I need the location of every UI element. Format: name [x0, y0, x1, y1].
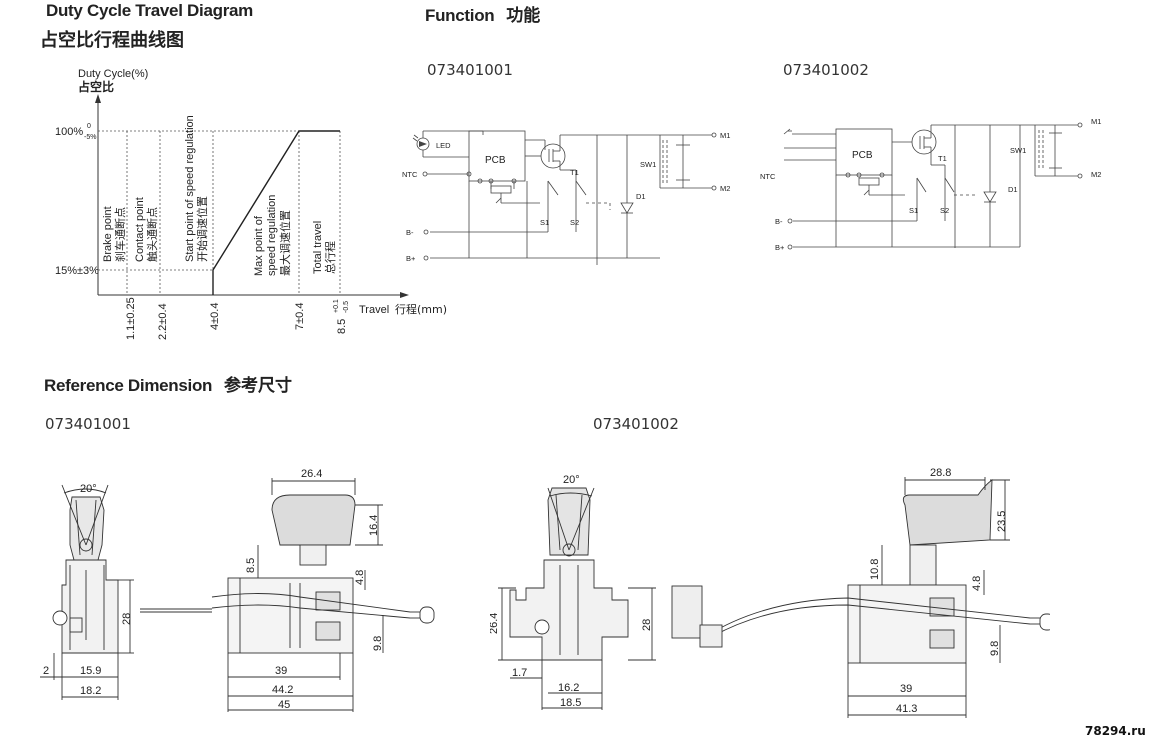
- dim-b-9-8: 9.8: [989, 641, 1001, 656]
- function-model-b: 073401002: [783, 61, 869, 79]
- dim-a-39: 39: [275, 665, 287, 677]
- circuit-a-led: LED: [436, 141, 451, 150]
- region-total-en: Total travel: [312, 221, 324, 274]
- x-axis-title-cn: 行程(mm): [395, 303, 447, 316]
- region-max-cn: 最大调速位置: [278, 210, 292, 276]
- region-contact-cn: 触头通断点: [145, 207, 159, 262]
- dim-a-16-4: 16.4: [368, 515, 380, 536]
- dim-b-23-5: 23.5: [996, 511, 1008, 532]
- dim-b-10-8: 10.8: [869, 559, 881, 580]
- x-tick-2: 2.2±0.4: [157, 303, 169, 340]
- reference-title: Reference Dimension 参考尺寸: [44, 371, 292, 396]
- dim-a-28: 28: [121, 613, 133, 625]
- region-max-en2: speed regulation: [266, 195, 278, 276]
- circuit-a-sw1: SW1: [640, 160, 656, 169]
- circuit-a-bplus: B+: [406, 254, 416, 263]
- y-tick-100: 100%: [55, 126, 83, 138]
- x-tick-5-sup: +0.1: [333, 299, 340, 313]
- circuit-a-ntc: NTC: [402, 170, 418, 179]
- circuit-a-d1: D1: [636, 192, 646, 201]
- dim-b-4-8: 4.8: [971, 576, 983, 591]
- dim-a-26-4: 26.4: [301, 468, 322, 480]
- circuit-b-s1: S1: [909, 206, 918, 215]
- dim-b-angle: 20°: [563, 474, 580, 486]
- dim-b-39: 39: [900, 683, 912, 695]
- function-title-cn: 功能: [506, 6, 541, 26]
- dim-a-8-5: 8.5: [245, 558, 257, 573]
- circuit-b-m2: M2: [1091, 170, 1101, 179]
- dimension-drawing-b: 20° 28.8 23.5 10.8 4.8 26.4 28 9.8 1.7 1…: [490, 467, 1050, 718]
- y-axis-title-en: Duty Cycle(%): [78, 68, 148, 80]
- function-title: Function 功能: [425, 1, 540, 26]
- duty-cycle-chart: Duty Cycle(%) 占空比 100% 0 -5% 15%±3% 1.1±…: [55, 68, 447, 340]
- y-axis-title-cn: 占空比: [78, 79, 114, 94]
- dim-a-9-8: 9.8: [372, 636, 384, 651]
- dim-b-41-3: 41.3: [896, 703, 917, 715]
- function-title-en: Function: [425, 6, 495, 25]
- dim-a-4-8: 4.8: [354, 570, 366, 585]
- duty-curve: [212, 130, 340, 295]
- dim-b-26-4: 26.4: [490, 613, 500, 634]
- dim-a-45: 45: [278, 699, 290, 711]
- circuit-b-sw1: SW1: [1010, 146, 1026, 155]
- circuit-diagram-a: LED PCB NTC T1 SW1 D1 S1 S2 M1 M2 B- B+: [402, 130, 730, 265]
- dim-b-18-5: 18.5: [560, 697, 581, 709]
- circuit-b-s2: S2: [940, 206, 949, 215]
- dim-a-angle: 20°: [80, 483, 97, 495]
- reference-model-a: 073401001: [45, 415, 131, 433]
- circuit-a-s2: S2: [570, 218, 579, 227]
- watermark: 78294.ru: [1085, 724, 1146, 738]
- circuit-a-s1: S1: [540, 218, 549, 227]
- y-tick-100-sup: 0: [87, 123, 91, 130]
- x-axis-title-en: Travel: [359, 304, 389, 316]
- dim-a-44-2: 44.2: [272, 684, 293, 696]
- circuit-b-pcb: PCB: [852, 150, 873, 161]
- region-brake-cn: 刹车通断点: [113, 207, 127, 262]
- reference-model-b: 073401002: [593, 415, 679, 433]
- circuit-b-t1: T1: [938, 154, 947, 163]
- circuit-a-m1: M1: [720, 131, 730, 140]
- region-total-cn: 总行程: [323, 241, 337, 274]
- circuit-a-t1: T1: [570, 168, 579, 177]
- x-tick-4: 7±0.4: [294, 303, 306, 330]
- region-contact-en: Contact point: [134, 197, 146, 262]
- y-tick-15: 15%±3%: [55, 265, 99, 277]
- dim-b-16-2: 16.2: [558, 682, 579, 694]
- x-tick-5-sub: -0.5: [343, 301, 350, 313]
- circuit-b-m1: M1: [1091, 117, 1101, 126]
- dimension-drawing-a: 20° 26.4 16.4 8.5 4.8 28 9.8 2 15.9 18.2…: [40, 468, 435, 712]
- region-max-en1: Max point of: [253, 215, 265, 276]
- pcb-box-b: [835, 128, 893, 176]
- region-start-cn: 开始调速位置: [195, 196, 209, 262]
- circuit-b-d1: D1: [1008, 185, 1018, 194]
- dim-a-15-9: 15.9: [80, 665, 101, 677]
- x-tick-1: 1.1±0.25: [125, 297, 137, 340]
- dim-b-28: 28: [641, 619, 653, 631]
- duty-cycle-title: Duty Cycle Travel Diagram: [46, 1, 253, 21]
- circuit-b-bplus: B+: [775, 243, 785, 252]
- circuit-a-pcb: PCB: [485, 155, 506, 166]
- circuit-a-bminus: B-: [406, 228, 414, 237]
- circuit-b-bminus: B-: [775, 217, 783, 226]
- dim-a-18-2: 18.2: [80, 685, 101, 697]
- duty-cycle-title-en: Duty Cycle Travel Diagram: [46, 1, 253, 20]
- region-start-en: Start point of speed regulation: [184, 115, 196, 262]
- region-brake-en: Brake point: [102, 206, 114, 262]
- circuit-b-ntc: NTC: [760, 172, 776, 181]
- dim-a-2: 2: [43, 665, 49, 677]
- y-tick-100-sub: -5%: [84, 134, 96, 141]
- circuit-a-m2: M2: [720, 184, 730, 193]
- reference-title-cn: 参考尺寸: [223, 376, 292, 396]
- duty-cycle-title-cn: 占空比行程曲线图: [40, 30, 184, 51]
- circuit-diagram-b: PCB NTC T1 SW1 D1 S1 S2 M1 M2 B- B+: [760, 117, 1101, 252]
- x-axis-arrow: [400, 292, 409, 298]
- reference-title-en: Reference Dimension: [44, 376, 213, 395]
- dim-b-1-7: 1.7: [512, 667, 527, 679]
- dim-b-28-8: 28.8: [930, 467, 951, 479]
- x-tick-5: 8.5: [336, 319, 348, 334]
- y-axis-arrow: [95, 94, 101, 103]
- function-model-a: 073401001: [427, 61, 513, 79]
- x-tick-3: 4±0.4: [209, 303, 221, 330]
